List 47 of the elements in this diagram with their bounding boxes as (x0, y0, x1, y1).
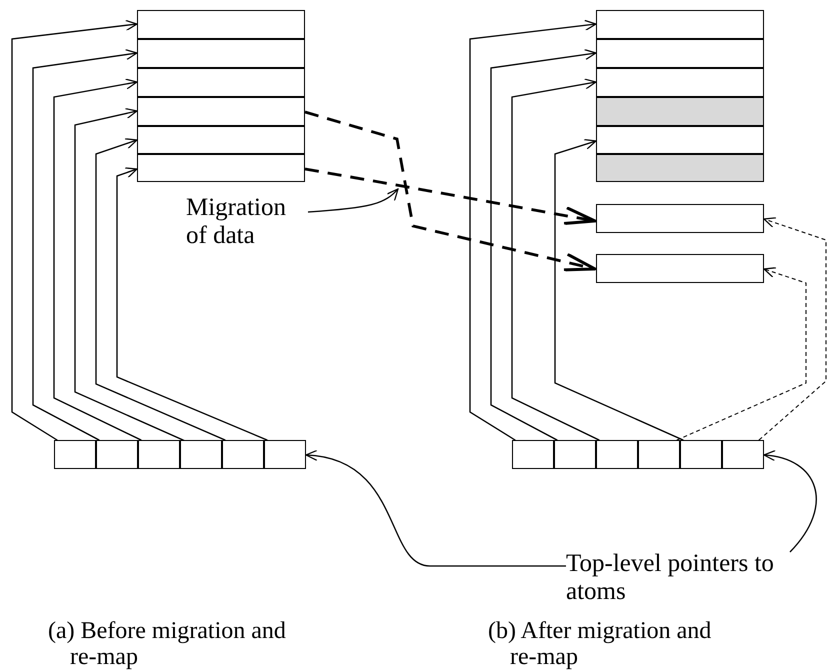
arrow (32, 49, 138, 441)
pointer-cell (512, 440, 554, 469)
memory-slot (596, 68, 764, 97)
pointer-cell (596, 440, 638, 469)
arrow (469, 20, 597, 441)
arrow (490, 49, 597, 441)
memory-slot (596, 126, 764, 154)
pointer-cell (264, 440, 306, 469)
memory-slot (137, 39, 305, 68)
arrow (53, 78, 142, 441)
memory-slot (596, 204, 764, 233)
arrow (758, 217, 826, 440)
annotation-text: Migration of data (186, 194, 308, 252)
pointer-cell (222, 440, 264, 469)
arrow (676, 267, 806, 440)
arrow (95, 138, 226, 441)
arrow (554, 138, 684, 441)
arrow (116, 167, 268, 441)
subfigure-caption: (b) After migration and re-map (488, 618, 712, 670)
memory-slot (596, 10, 764, 39)
memory-slot (137, 68, 305, 97)
annotation-text: Top-level pointers to atoms (566, 550, 784, 608)
arrow (304, 110, 596, 272)
pointer-cell (722, 440, 764, 469)
memory-slot (596, 39, 764, 68)
arrow (74, 108, 184, 441)
pointer-cell (638, 440, 680, 469)
memory-slot (137, 154, 305, 182)
pointer-cell (54, 440, 96, 469)
memory-slot (596, 154, 764, 182)
memory-slot (137, 126, 305, 154)
pointer-cell (180, 440, 222, 469)
memory-slot (137, 10, 305, 39)
arrow (511, 78, 600, 441)
pointer-cell (554, 440, 596, 469)
pointer-cell (96, 440, 138, 469)
arrow (11, 20, 138, 441)
memory-slot (137, 97, 305, 126)
memory-slot (596, 254, 764, 283)
pointer-cell (680, 440, 722, 469)
leader-line (308, 188, 399, 213)
leader-line (763, 450, 817, 552)
arrow (304, 168, 596, 226)
memory-slot (596, 97, 764, 126)
pointer-cell (138, 440, 180, 469)
subfigure-caption: (a) Before migration and re-map (48, 618, 287, 670)
leader-line (305, 450, 566, 567)
